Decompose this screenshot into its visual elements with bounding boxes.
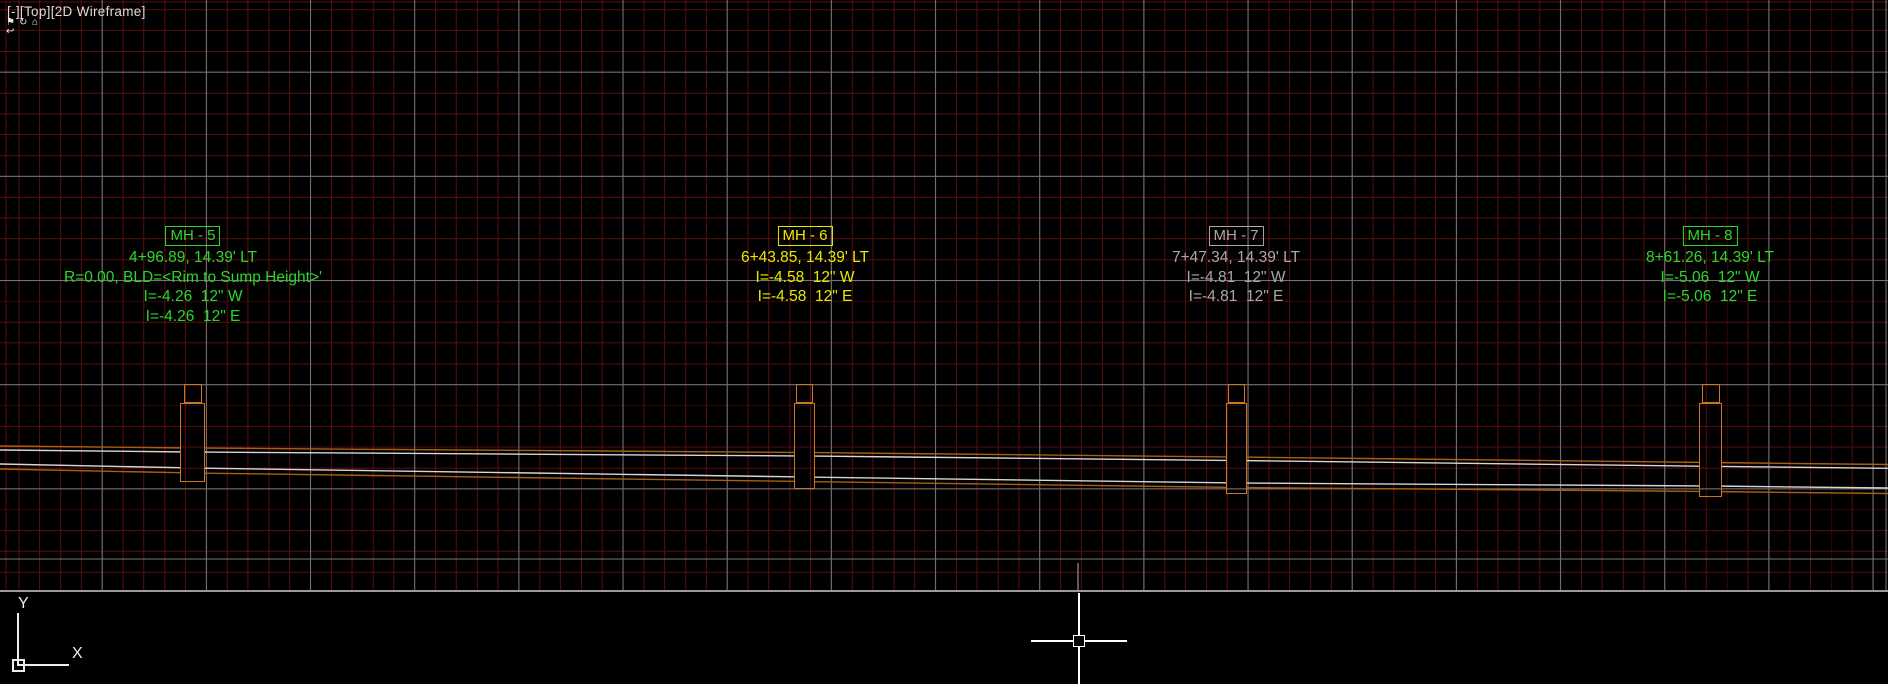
viewport-status-icons: ⚑ ↻ ⌂ ↩: [6, 17, 46, 37]
manhole-info-line: I=-5.06 12" W: [1660, 268, 1760, 286]
pipe-line[interactable]: [204, 467, 795, 478]
manhole-info-line: I=-4.58 12" E: [757, 288, 853, 305]
manhole-name-tag[interactable]: MH - 5: [165, 226, 221, 246]
manhole-label-block[interactable]: MH - 8 8+61.26, 14.39' LT I=-5.06 12" W I=-…: [1646, 226, 1774, 307]
manhole-riser[interactable]: [1228, 384, 1245, 403]
pipe-line[interactable]: [0, 445, 181, 449]
manhole-name-tag[interactable]: MH - 6: [777, 226, 833, 246]
crosshair-pickbox: [1072, 634, 1085, 647]
viewport-minimize-control[interactable]: [-]: [7, 4, 20, 19]
manhole-riser[interactable]: [796, 384, 813, 403]
flag-icon: ⚑: [6, 17, 15, 28]
pipe-line[interactable]: [204, 447, 795, 454]
viewport-visual-style-control[interactable]: [2D Wireframe]: [50, 4, 146, 19]
manhole-body[interactable]: [180, 403, 205, 482]
ucs-x-label: X: [72, 645, 83, 662]
ucs-x-axis-line: [17, 664, 69, 666]
pipe-line[interactable]: [1246, 486, 1700, 493]
pipe-line[interactable]: [1246, 482, 1700, 487]
manhole-info-line: I=-4.26 12" E: [145, 307, 241, 325]
manhole-info-line: 4+96.89, 14.39' LT: [128, 249, 258, 266]
manhole-info-line: 8+61.26, 14.39' LT: [1645, 249, 1775, 266]
pipe-line[interactable]: [1246, 459, 1700, 467]
pipe-line[interactable]: [0, 463, 181, 469]
viewport-controls: [-][Top][2D Wireframe]: [7, 4, 146, 19]
pipe-line[interactable]: [1721, 465, 1888, 469]
manhole-info-line: R=0.00, BLD=<Rim to Sump Height>': [64, 268, 322, 286]
manhole-info-line: 7+47.34, 14.39' LT: [1171, 249, 1301, 266]
pipe-line[interactable]: [1246, 456, 1700, 464]
pipe-line[interactable]: [0, 449, 181, 453]
manhole-body[interactable]: [1226, 403, 1247, 494]
manhole-riser[interactable]: [1702, 384, 1720, 403]
drawing-area-border: [0, 590, 1888, 592]
manhole-label-block[interactable]: MH - 5 4+96.89, 14.39' LT R=0.00, BLD=<Rim…: [64, 226, 322, 326]
refresh-icon: ↻: [19, 17, 28, 28]
return-icon: ↩: [6, 26, 15, 37]
manhole-info-line: I=-4.81 12" W: [1186, 268, 1286, 286]
drawing-grid: [0, 0, 1888, 591]
viewport-view-control[interactable]: [Top]: [19, 4, 51, 19]
pipe-line[interactable]: [814, 451, 1227, 458]
home-icon: ⌂: [32, 17, 39, 28]
pipe-line[interactable]: [1721, 461, 1888, 466]
manhole-info-line: I=-4.58 12" W: [755, 268, 855, 286]
pipe-line[interactable]: [814, 476, 1227, 484]
pipe-line[interactable]: [1721, 485, 1888, 489]
ucs-y-axis-line: [17, 613, 19, 666]
manhole-info-line: I=-4.81 12" E: [1188, 288, 1284, 305]
manhole-body[interactable]: [1699, 403, 1722, 497]
pipe-line[interactable]: [204, 472, 795, 483]
ucs-y-label: Y: [18, 595, 29, 612]
manhole-info-line: 6+43.85, 14.39' LT: [740, 249, 870, 266]
pipe-line[interactable]: [0, 468, 181, 474]
pipe-line[interactable]: [204, 451, 795, 457]
manhole-label-block[interactable]: MH - 7 7+47.34, 14.39' LT I=-4.81 12" W I=-…: [1172, 226, 1300, 307]
pipe-line[interactable]: [814, 455, 1227, 462]
manhole-body[interactable]: [794, 403, 815, 489]
manhole-riser[interactable]: [184, 384, 202, 403]
manhole-info-line: I=-5.06 12" E: [1662, 288, 1758, 305]
ucs-origin-box: [12, 659, 25, 672]
manhole-label-block[interactable]: MH - 6 6+43.85, 14.39' LT I=-4.58 12" W I=-…: [741, 226, 869, 307]
pipe-line[interactable]: [1721, 490, 1888, 495]
manhole-name-tag[interactable]: MH - 7: [1208, 226, 1264, 246]
manhole-name-tag[interactable]: MH - 8: [1682, 226, 1738, 246]
manhole-info-line: I=-4.26 12" W: [143, 288, 243, 305]
pipe-line[interactable]: [814, 480, 1227, 489]
